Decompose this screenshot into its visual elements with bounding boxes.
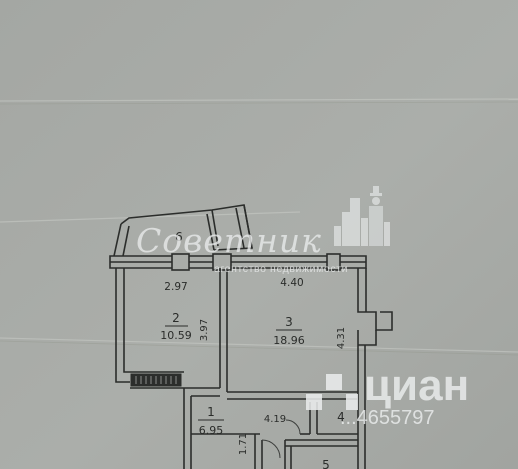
room-1-number: 1 [207, 405, 215, 419]
floor-plan [109, 204, 393, 469]
room2-bottom-wall [130, 371, 184, 389]
room-6-number: 6 [175, 230, 183, 244]
room-2-area: 10.59 [160, 329, 192, 342]
agency-logo-text: Советник [136, 221, 322, 260]
radiator-fins [135, 376, 177, 384]
room-4-number: 4 [337, 410, 345, 424]
cian-watermark: циан ...4655797 [306, 361, 469, 429]
room-5-number: 5 [322, 458, 330, 469]
room2-width-label: 2.97 [164, 281, 187, 293]
room-3-area: 18.96 [273, 334, 305, 347]
room2-depth-label: 3.97 [199, 319, 210, 341]
window-marker-room3 [212, 253, 232, 271]
window-marker-room2 [171, 253, 190, 271]
room-3-number: 3 [285, 315, 293, 329]
room3-width-label: 4.40 [280, 277, 303, 289]
paper-folds [0, 98, 518, 353]
room-2-number: 2 [172, 311, 180, 325]
balcony-outline [113, 204, 253, 257]
agency-logo-skyline-icon [334, 186, 390, 246]
door-swings [261, 419, 301, 459]
agency-watermark: Советник агентство недвижимости [136, 186, 390, 275]
paper-creases [0, 101, 518, 356]
exterior-wall-left [115, 268, 130, 383]
hall-width-label: 1.71 [238, 433, 249, 455]
hall-walls [183, 388, 263, 469]
partition-room2-room3 [184, 268, 228, 392]
hall-length-label: 4.19 [264, 414, 286, 425]
room-1-area: 6.95 [199, 424, 224, 437]
cian-logo-icon [306, 374, 358, 410]
agency-tagline: агентство недвижимости [214, 263, 348, 275]
room3-depth-label: 4.31 [336, 327, 347, 349]
room-labels: 6 2.97 4.40 2 10.59 3.97 3 18.96 4.31 1 … [160, 230, 347, 469]
cian-brand-text: циан [364, 361, 469, 410]
listing-id-text: ...4655797 [340, 407, 435, 429]
room5-walls [284, 439, 358, 469]
exterior-wall-right [357, 268, 393, 346]
window-marker-room3-right [326, 253, 341, 271]
